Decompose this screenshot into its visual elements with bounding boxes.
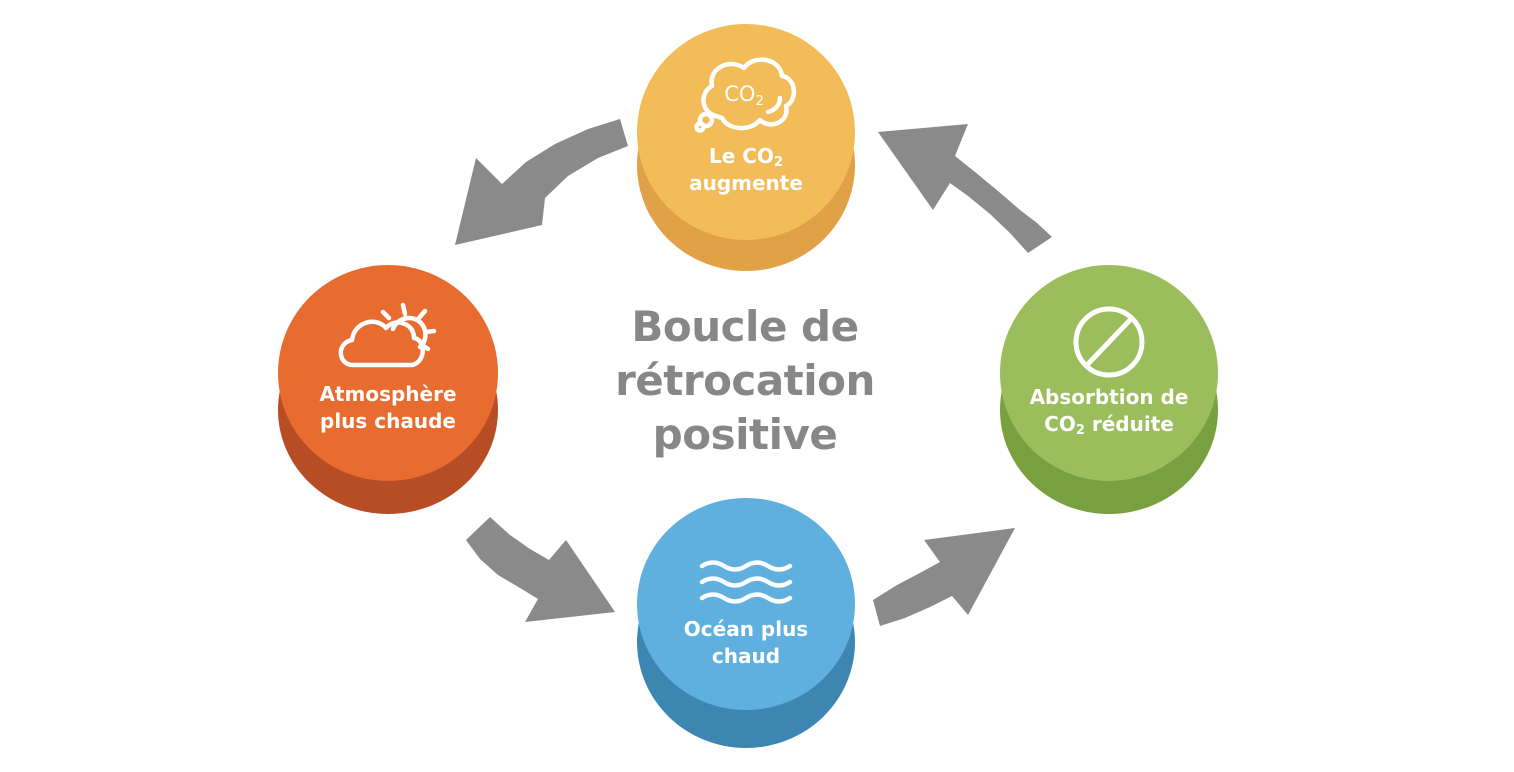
ocean-label-line-2: chaud [711,644,781,668]
co2-label-prefix: Le CO [709,144,774,168]
title-line-2: rétrocation [615,356,875,405]
arrow-ocean-to-absorption [873,528,1015,626]
atmosphere-label-line-2: plus chaude [320,409,456,433]
node-absorption-label: Absorbtion de CO2 réduite [1004,384,1214,438]
co2-icon-label-sub: 2 [755,94,763,109]
title-line-3: positive [652,410,838,459]
node-ocean-label: Océan plus chaud [646,616,846,670]
node-co2-rises: CO2 [637,24,855,271]
atmosphere-label-line-1: Atmosphère [319,382,457,406]
arrow-co2-to-atmosphere [455,119,628,245]
node-co2-label: Le CO2 augmente [646,143,846,197]
absorption-label-suffix: réduite [1084,412,1174,436]
diagram-title: Boucle de rétrocation positive [560,300,930,462]
node-atmosphere [278,265,498,514]
co2-cloud-icon: CO2 [694,57,796,133]
co2-icon-label: CO [724,82,755,106]
node-atmosphere-label: Atmosphère plus chaude [283,381,493,435]
absorption-label-line-1: Absorbtion de [1029,385,1189,409]
title-line-1: Boucle de [631,302,859,351]
absorption-label-prefix: CO [1044,412,1076,436]
cloud-sun-icon [338,302,437,368]
waves-icon [699,560,793,604]
arrow-atmosphere-to-ocean [466,517,615,622]
co2-label-sub: 2 [773,155,783,170]
svg-text:CO2: CO2 [724,82,763,109]
absorption-label-sub: 2 [1075,423,1085,438]
node-reduced-absorption [1000,265,1218,514]
ocean-label-line-1: Océan plus [683,617,809,641]
node-ocean [637,498,855,748]
prohibited-icon [1073,306,1145,378]
arrow-absorption-to-co2 [878,124,1052,253]
co2-label-line-2: augmente [689,171,803,195]
